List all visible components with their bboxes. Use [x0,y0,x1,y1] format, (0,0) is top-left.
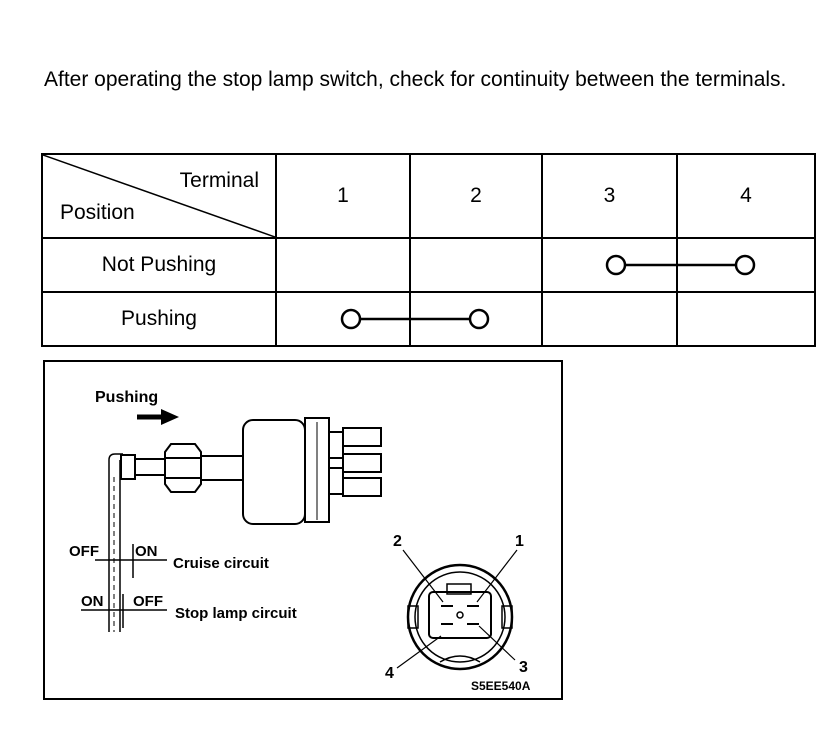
terminal-header-4: 4 [676,153,816,239]
terminal-header-3: 3 [541,153,678,239]
corner-diagonal [43,155,275,237]
cell-4 [676,291,816,347]
cruise-on-label: ON [135,543,158,560]
cell-3 [541,291,678,347]
continuity-table: Terminal Position 1 2 3 4 Not Pushing Pu… [41,153,816,347]
pin-leader-lines [396,549,518,669]
pin-label-1: 1 [515,533,524,550]
cell-1 [275,291,490,347]
cell-4 [676,237,816,293]
cruise-circuit-label: Cruise circuit [173,555,269,572]
cell-3 [541,237,756,293]
figure-code: S5EE540A [471,679,531,693]
terminal-header-1: 1 [275,153,411,239]
push-arrow-icon [137,409,179,425]
stop-lamp-switch-icon [120,417,382,525]
table-row: Not Pushing [41,237,816,293]
switch-diagram: Pushing [69,389,531,693]
pushing-label: Pushing [95,389,158,406]
table-row: Pushing [41,291,816,347]
plunger-rod [108,453,123,632]
stop-lamp-circuit-label: Stop lamp circuit [175,605,297,622]
terminal-header-2: 2 [409,153,543,239]
instruction-text: After operating the stop lamp switch, ch… [44,68,787,91]
continuity-link-3-4 [605,254,756,276]
header-terminal-label: Terminal [179,169,259,192]
pin-label-4: 4 [385,665,394,682]
terminal-node-1 [340,308,362,330]
switch-figure: Pushing [43,360,563,700]
row-label-pushing: Pushing [41,291,277,347]
table-header-row: Terminal Position 1 2 3 4 [41,153,816,239]
cruise-circuit-indicator [95,544,167,578]
cruise-off-label: OFF [69,543,99,560]
stop-lamp-circuit-indicator [81,594,167,628]
header-position-label: Position [60,201,135,224]
pin-label-2: 2 [393,533,402,550]
terminal-node-3 [605,254,627,276]
continuity-link-1-2 [340,308,490,330]
row-label-not-pushing: Not Pushing [41,237,277,293]
connector-face-icon [406,563,514,671]
pin-label-3: 3 [519,659,528,676]
cell-1 [275,237,411,293]
cell-2 [409,237,543,293]
stop-on-label: ON [81,593,104,610]
table-corner-header: Terminal Position [41,153,277,239]
cell-2 [409,291,543,347]
stop-off-label: OFF [133,593,163,610]
